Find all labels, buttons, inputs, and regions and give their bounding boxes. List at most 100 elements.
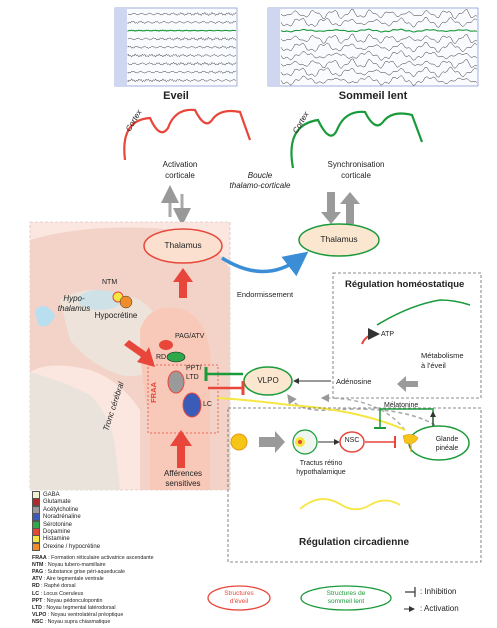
nsc-to-fraa-yellow: [217, 397, 406, 431]
fraa-label: FRAA: [148, 382, 158, 403]
homeostatic-box: [332, 272, 482, 399]
light-arrow: [259, 431, 285, 453]
abbreviation-item: LC : Locus Coeruleus: [32, 590, 84, 597]
eeg-trace: [127, 61, 237, 66]
legend-color-label: Acétylcholine: [43, 506, 79, 513]
abbreviation-item: NSC : Noyau supra chiasmatique: [32, 618, 111, 625]
eeg-wake-traces: [127, 11, 237, 83]
legend-inhibition-label: : Inhibition: [420, 587, 457, 596]
legend-color-label: Glutamate: [43, 499, 71, 506]
cortex-wake-curve: [123, 108, 252, 161]
atp-label: ATP: [381, 331, 395, 338]
hypocretin-nucleus: [119, 295, 133, 309]
abbreviation-item: PPT : Noyau pédonculopontin: [32, 597, 103, 604]
eeg-trace: [280, 58, 478, 69]
eeg-trace: [280, 17, 478, 28]
nsc-to-homeostatic-dashed: [320, 393, 406, 431]
homeostatic-curve: [376, 299, 471, 326]
legend-color-label: GABA: [43, 492, 60, 498]
vlpo-label: VLPO: [257, 376, 279, 385]
eeg-trace: [280, 8, 478, 20]
eeg-sleep-title: Sommeil lent: [338, 90, 408, 102]
legend-sleep-structure: [300, 585, 392, 611]
eeg-trace: [127, 53, 237, 58]
sun-icon: [230, 433, 248, 451]
legend-wake-structure: [207, 585, 271, 611]
endormissement-arrow: [221, 251, 309, 277]
legend-color-label: Orexine / hypocrétine: [43, 543, 101, 550]
eye-icon: [292, 429, 318, 455]
abbreviation-item: RD : Raphé dorsal: [32, 583, 76, 590]
abbreviation-item: VLPO : Noyau ventrolatéral préoptique: [32, 611, 124, 618]
eeg-sleep-traces: [280, 8, 478, 86]
circadian-box: [227, 407, 482, 563]
atp-cycle-arrow: [361, 328, 380, 345]
nsc-label: NSC: [344, 437, 360, 444]
cortex-sleep-curve: [290, 110, 424, 169]
circadian-curve: [299, 498, 401, 511]
eeg-trace: [127, 11, 237, 17]
thalamus-activation-arrow: [173, 268, 193, 298]
rd-nucleus: [166, 351, 186, 363]
abbreviation-item: NTM : Noyau tubero-mamillaire: [32, 562, 106, 569]
eeg-trace: [280, 50, 478, 61]
endormissement-label: Endormissement: [236, 290, 294, 299]
ntm-label: NTM: [102, 279, 118, 286]
thalamus-sleep-label: Thalamus: [320, 234, 358, 244]
eeg-wake-title: Eveil: [163, 90, 189, 102]
wake-thalamocortical-arrows: [161, 185, 191, 226]
legend-color-label: Dopamine: [43, 529, 71, 535]
eeg-trace: [127, 36, 237, 41]
vlpo-fraa-mutual-inhibition: [204, 367, 245, 395]
ppt-ltd-label: PPT/LTD: [186, 365, 202, 381]
thalamus-wake-label: Thalamus: [164, 240, 202, 250]
eeg-trace: [127, 78, 237, 83]
thalamus-wake-node: [143, 228, 223, 264]
melatonine-label: Mélatonine: [384, 402, 419, 409]
eeg-trace: [127, 45, 237, 50]
eeg-wake-panel: [114, 7, 238, 87]
pineal-icon: [402, 434, 419, 452]
brain-section: [29, 221, 231, 491]
lc-nucleus: [182, 392, 202, 418]
eeg-trace: [280, 41, 478, 53]
hypocretin-arrow: [124, 340, 155, 367]
legend-activation-label: : Activation: [420, 604, 459, 613]
eeg-trace: [127, 70, 237, 74]
hypocretine-label: Hypocrétine: [94, 311, 138, 320]
hypothalamus-label: Hypo-thalamus: [57, 294, 91, 313]
abbreviation-item: LTD : Noyau tegmental latérodorsal: [32, 604, 116, 611]
afferences-arrow: [170, 430, 192, 468]
eeg-sleep-panel: [267, 7, 479, 87]
abbreviation-item: FRAA : Formation réticulaire activatrice…: [32, 555, 154, 561]
ppt-ltd-nucleus: [167, 370, 185, 394]
circadian-title: Régulation circadienne: [299, 537, 410, 548]
legend-color-label: Histamine: [43, 536, 70, 543]
eeg-trace: [127, 29, 237, 32]
pag-atv-label: PAG/ATV: [175, 333, 205, 340]
nsc-node: [339, 431, 365, 453]
lc-label: LC: [203, 401, 212, 408]
sleep-thalamocortical-arrows: [321, 192, 360, 224]
eeg-trace: [127, 20, 237, 25]
adenosine-label: Adénosine: [336, 377, 372, 386]
thalamus-sleep-node: [298, 223, 380, 257]
legend-color-label: Noradrénaline: [43, 514, 81, 521]
legend-color-label: Sérotonine: [43, 521, 73, 528]
abbreviation-item: ATV : Aire tegmentale ventrale: [32, 576, 104, 583]
eeg-trace: [280, 66, 478, 78]
eeg-trace: [280, 33, 478, 45]
melatonin-inhibition: [379, 408, 434, 428]
eeg-trace: [280, 75, 478, 86]
abbreviation-item: PAG : Substance grise péri-aqueducale: [32, 569, 125, 576]
